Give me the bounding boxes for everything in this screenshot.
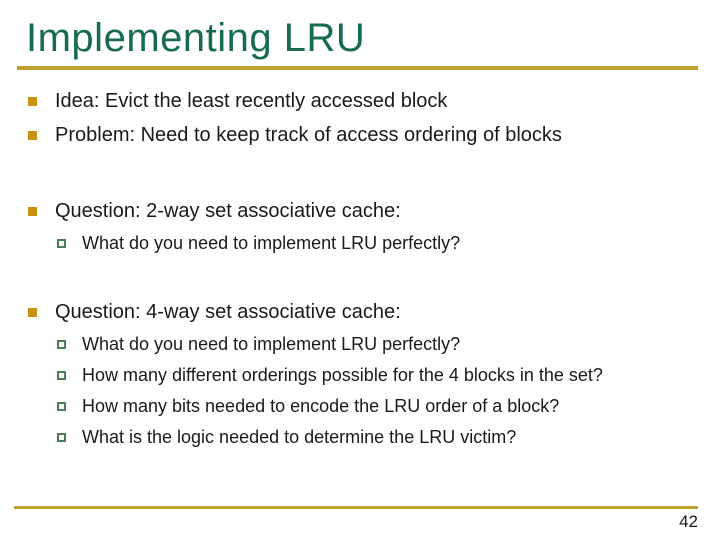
hollow-square-bullet-icon <box>57 433 66 442</box>
sub-bullet-text: What is the logic needed to determine th… <box>82 427 517 447</box>
bullet-item: Problem: Need to keep track of access or… <box>0 118 720 152</box>
square-bullet-icon <box>28 207 37 216</box>
sub-bullet-text: How many bits needed to encode the LRU o… <box>82 396 560 416</box>
sub-bullet-text: How many different orderings possible fo… <box>82 365 603 385</box>
hollow-square-bullet-icon <box>57 239 66 248</box>
square-bullet-icon <box>28 131 37 140</box>
bullet-item: Idea: Evict the least recently accessed … <box>0 84 720 118</box>
footer-rule <box>14 506 698 509</box>
bullet-text: Problem: Need to keep track of access or… <box>55 124 562 146</box>
bullet-text: Question: 4-way set associative cache: <box>55 301 401 323</box>
bullet-item: Question: 4-way set associative cache: <box>0 295 720 329</box>
hollow-square-bullet-icon <box>57 402 66 411</box>
square-bullet-icon <box>28 308 37 317</box>
hollow-square-bullet-icon <box>57 371 66 380</box>
slide-number: 42 <box>679 512 698 531</box>
sub-bullet-item: How many bits needed to encode the LRU o… <box>0 391 720 422</box>
sub-bullet-text: What do you need to implement LRU perfec… <box>82 334 461 354</box>
sub-bullet-item: How many different orderings possible fo… <box>0 360 720 391</box>
sub-bullet-item: What do you need to implement LRU perfec… <box>0 228 720 259</box>
sub-bullet-item: What do you need to implement LRU perfec… <box>0 329 720 360</box>
bullet-item: Question: 2-way set associative cache: <box>0 194 720 228</box>
hollow-square-bullet-icon <box>57 340 66 349</box>
bullet-text: Idea: Evict the least recently accessed … <box>55 90 448 112</box>
sub-bullet-item: What is the logic needed to determine th… <box>0 422 720 453</box>
square-bullet-icon <box>28 97 37 106</box>
bullet-text: Question: 2-way set associative cache: <box>55 200 401 222</box>
sub-bullet-text: What do you need to implement LRU perfec… <box>82 233 461 253</box>
title-underline-rule <box>17 66 698 70</box>
slide-title: Implementing LRU <box>26 16 366 60</box>
slide-body: Idea: Evict the least recently accessed … <box>0 84 720 453</box>
